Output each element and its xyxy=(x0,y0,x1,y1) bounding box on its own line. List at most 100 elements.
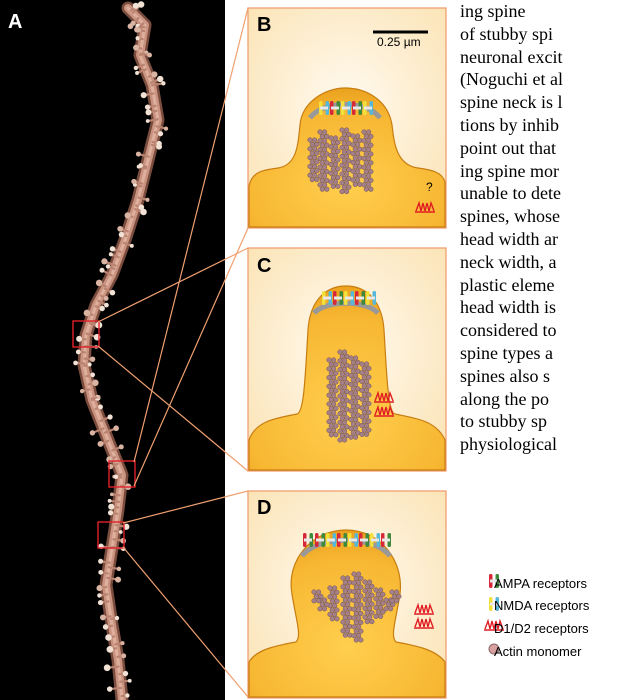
actin-monomer xyxy=(364,169,369,174)
actin-monomer xyxy=(333,136,338,141)
actin-monomer xyxy=(338,385,343,390)
dendritic-spine-head xyxy=(107,646,114,653)
actin-monomer xyxy=(329,433,334,438)
actin-monomer xyxy=(345,576,350,581)
actin-monomer xyxy=(378,605,383,610)
actin-monomer xyxy=(351,404,356,409)
body-text-line: spines also s xyxy=(460,365,642,388)
actin-monomer xyxy=(374,605,379,610)
actin-monomer xyxy=(349,435,354,440)
actin-monomer xyxy=(322,156,327,161)
actin-monomer xyxy=(362,165,367,170)
actin-monomer xyxy=(392,594,397,599)
actin-monomer xyxy=(329,380,334,385)
actin-monomer xyxy=(367,384,372,389)
actin-monomer xyxy=(340,381,345,386)
actin-monomer xyxy=(364,187,369,192)
actin-monomer xyxy=(356,581,361,586)
actin-monomer xyxy=(359,638,364,643)
actin-monomer xyxy=(345,602,350,607)
actin-monomer xyxy=(310,151,315,156)
dendritic-spine-head xyxy=(90,356,95,361)
actin-monomer xyxy=(334,433,339,438)
actin-monomer xyxy=(343,615,348,620)
actin-monomer xyxy=(345,629,350,634)
actin-monomer xyxy=(342,167,347,172)
actin-monomer xyxy=(329,406,334,411)
actin-monomer xyxy=(310,142,315,147)
actin-monomer xyxy=(352,581,357,586)
actin-monomer xyxy=(364,379,369,384)
actin-monomer xyxy=(314,594,319,599)
dendritic-spine-head xyxy=(136,36,140,40)
actin-monomer xyxy=(359,585,364,590)
legend-item: Actin monomer xyxy=(486,640,589,663)
dendritic-spine-head xyxy=(145,198,149,202)
actin-monomer xyxy=(331,428,336,433)
panel-label-a: A xyxy=(8,11,22,34)
actin-monomer xyxy=(335,599,340,604)
actin-monomer xyxy=(356,616,361,621)
actin-monomer xyxy=(329,389,334,394)
actin-monomer xyxy=(322,165,327,170)
actin-monomer xyxy=(340,363,345,368)
dendritic-spine-head xyxy=(110,246,115,251)
actin-monomer xyxy=(341,611,346,616)
actin-monomer xyxy=(342,159,347,164)
dendritic-spine-head xyxy=(136,152,141,157)
actin-monomer xyxy=(334,415,339,420)
actin-monomer xyxy=(351,431,356,436)
actin-monomer xyxy=(330,617,335,622)
actin-monomer xyxy=(369,143,374,148)
actin-monomer xyxy=(312,173,317,178)
actin-monomer xyxy=(322,130,327,135)
actin-monomer xyxy=(327,384,332,389)
actin-monomer xyxy=(366,147,371,152)
body-text-line: neuronal excit xyxy=(460,46,642,69)
actin-monomer xyxy=(320,178,325,183)
actin-monomer xyxy=(353,147,358,152)
dendritic-spine-head xyxy=(110,290,116,296)
dendritic-spine-head xyxy=(119,444,124,449)
dendritic-spine-head xyxy=(108,504,114,510)
actin-monomer xyxy=(353,182,358,187)
actin-monomer xyxy=(369,187,374,192)
dendritic-spine-head xyxy=(100,615,106,621)
dendritic-spine-head xyxy=(92,380,99,387)
body-text-line: point out that xyxy=(460,137,642,160)
dendritic-spine-head xyxy=(106,264,110,268)
actin-monomer xyxy=(362,174,367,179)
actin-monomer xyxy=(351,143,356,148)
actin-monomer xyxy=(347,185,352,190)
actin-monomer xyxy=(360,379,365,384)
actin-monomer xyxy=(352,572,357,577)
body-text-line: head width ar xyxy=(460,228,642,251)
actin-monomer xyxy=(362,366,367,371)
dendritic-spine-head xyxy=(108,510,113,515)
actin-monomer xyxy=(329,397,334,402)
actin-monomer xyxy=(366,183,371,188)
dendritic-spine-head xyxy=(125,693,129,697)
dendritic-spine-head xyxy=(133,3,139,9)
actin-monomer xyxy=(333,153,338,158)
actin-monomer xyxy=(342,176,347,181)
actin-monomer xyxy=(367,615,372,620)
actin-monomer xyxy=(322,174,327,179)
actin-monomer xyxy=(352,589,357,594)
actin-monomer xyxy=(331,184,336,189)
actin-monomer xyxy=(325,602,330,607)
actin-monomer xyxy=(369,134,374,139)
actin-monomer xyxy=(362,410,367,415)
actin-monomer xyxy=(353,435,358,440)
actin-monomer xyxy=(381,592,386,597)
actin-monomer xyxy=(342,403,347,408)
actin-monomer xyxy=(328,595,333,600)
actin-monomer xyxy=(334,380,339,385)
actin-monomer xyxy=(308,147,313,152)
body-text-line: head width is xyxy=(460,296,642,319)
actin-monomer xyxy=(369,169,374,174)
actin-monomer xyxy=(353,356,358,361)
actin-monomer xyxy=(318,147,323,152)
actin-monomer xyxy=(349,426,354,431)
actin-monomer xyxy=(341,620,346,625)
